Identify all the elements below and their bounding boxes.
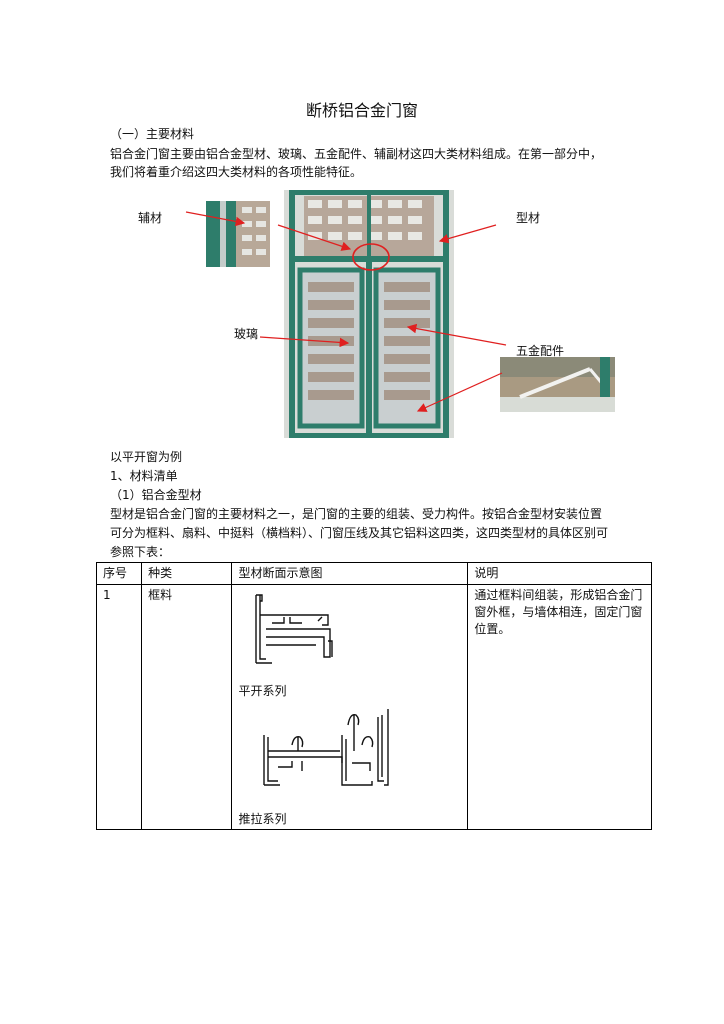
caption-sliding: 推拉系列 xyxy=(238,812,287,826)
profile-table: 序号 种类 型材断面示意图 说明 1 框料 xyxy=(95,562,652,830)
header-type: 种类 xyxy=(141,562,233,585)
cell-diagram: 平开系列 推拉系列 xyxy=(231,584,469,830)
sub-heading: （1）铝合金型材 xyxy=(110,488,202,502)
label-aux: 辅材 xyxy=(138,211,163,225)
table-header-row: 序号 种类 型材断面示意图 说明 xyxy=(95,562,652,585)
cell-no: 1 xyxy=(95,584,143,830)
cell-type: 框料 xyxy=(141,584,233,830)
body-paragraph: 型材是铝合金门窗的主要材料之一，是门窗的主要的组装、受力构件。按铝合金型材安装位… xyxy=(110,505,650,562)
aux-material-photo xyxy=(206,201,270,267)
body-line-3: 参照下表： xyxy=(110,545,171,559)
label-glass: 玻璃 xyxy=(234,327,259,341)
caption-casement: 平开系列 xyxy=(238,684,287,698)
window-photo xyxy=(284,190,454,438)
label-hardware: 五金配件 xyxy=(516,344,565,358)
body-line-2: 可分为框料、扇料、中挺料（横档料）、门窗压线及其它铝料这四类，这四类型材的具体区… xyxy=(110,526,609,540)
materials-figure: 辅材 型材 玻璃 五金配件 xyxy=(110,185,650,440)
body-line-1: 型材是铝合金门窗的主要材料之一，是门窗的主要的组装、受力构件。按铝合金型材安装位… xyxy=(110,507,603,521)
hardware-photo xyxy=(500,357,615,412)
header-no: 序号 xyxy=(95,562,143,585)
profile-section-drawings xyxy=(255,594,390,786)
annotation-arrows xyxy=(185,211,507,412)
example-line: 以平开窗为例 xyxy=(110,450,183,464)
list-heading: 1、材料清单 xyxy=(110,469,178,483)
intro-line-1: 铝合金门窗主要由铝合金型材、玻璃、五金配件、辅副材这四大类材料组成。在第一部分中… xyxy=(110,147,603,161)
table-row: 1 框料 xyxy=(95,584,652,830)
cell-desc: 通过框料间组装，形成铝合金门窗外框，与墙体相连，固定门窗位置。 xyxy=(467,584,652,830)
document-title: 断桥铝合金门窗 xyxy=(305,101,418,120)
label-profile: 型材 xyxy=(516,211,541,225)
intro-line-2: 我们将着重介绍这四大类材料的各项性能特征。 xyxy=(110,165,363,179)
header-diagram: 型材断面示意图 xyxy=(231,562,469,585)
header-desc: 说明 xyxy=(467,562,652,585)
section-heading: （一）主要材料 xyxy=(110,127,195,141)
